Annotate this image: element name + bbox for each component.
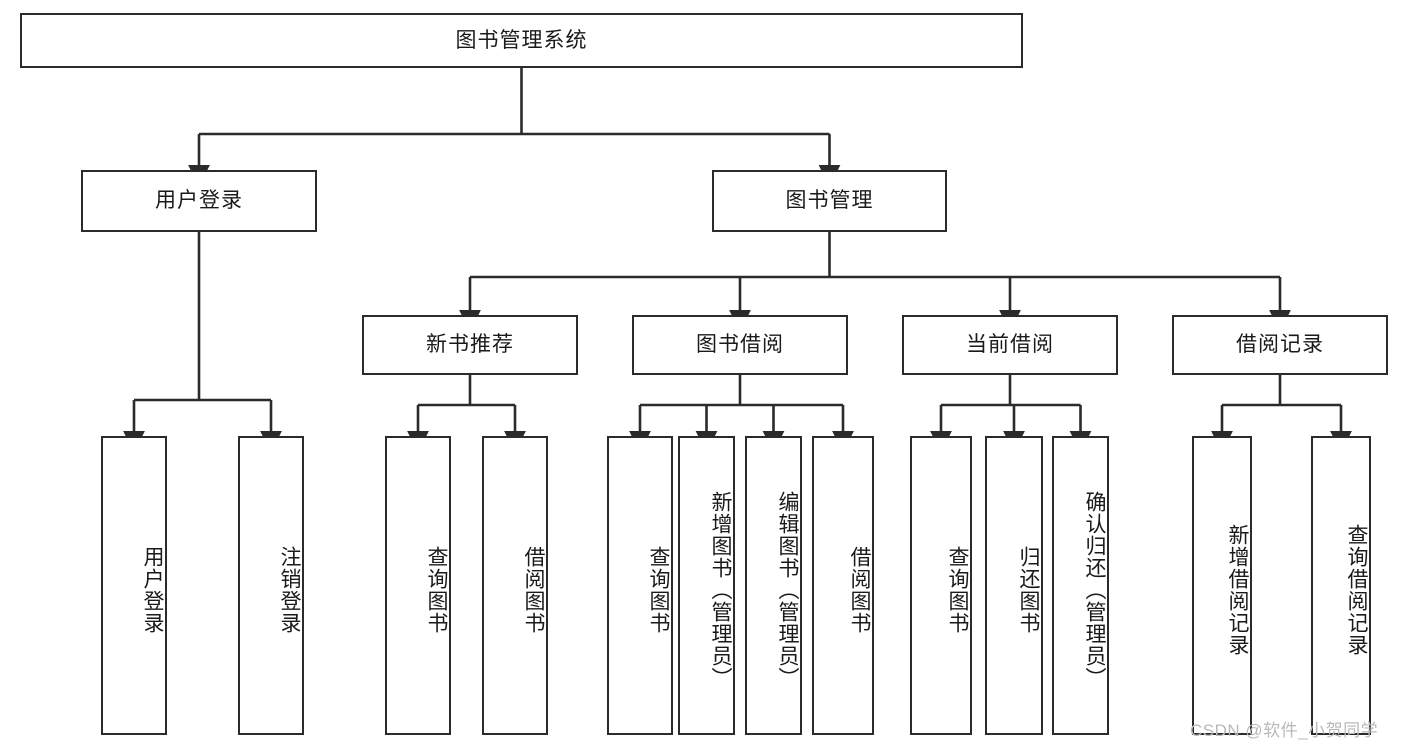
node-label: 图书借阅 [696,333,784,357]
node-label: 查询图书 [425,545,448,634]
level3-node-当前借阅-2: 当前借阅 [902,315,1118,375]
leaf-node-借阅图书-7: 借阅图书 [812,436,874,735]
level3-node-借阅记录-3: 借阅记录 [1172,315,1388,375]
node-label: 用户登录 [141,545,164,634]
node-label: 借阅记录 [1236,333,1324,357]
leaf-node-新增图书管理员-5: 新增图书（管理员） [678,436,735,735]
node-label: 新增借阅记录 [1226,523,1249,656]
node-label: 注销登录 [278,545,301,634]
node-label: 查询图书 [946,545,969,634]
node-label: 图书管理 [785,189,874,213]
node-label: 编辑图书（管理员） [776,490,799,689]
csdn-watermark: CSDN @软件_小贺同学 [1190,721,1379,740]
root-node-图书管理系统: 图书管理系统 [20,13,1023,68]
level3-node-图书借阅-1: 图书借阅 [632,315,848,375]
leaf-node-借阅图书-3: 借阅图书 [482,436,548,735]
leaf-node-新增借阅记录-11: 新增借阅记录 [1192,436,1252,735]
leaf-node-查询图书-2: 查询图书 [385,436,451,735]
leaf-node-查询图书-4: 查询图书 [607,436,673,735]
leaf-node-注销登录-1: 注销登录 [238,436,304,735]
leaf-node-编辑图书管理员-6: 编辑图书（管理员） [745,436,802,735]
node-label: 借阅图书 [848,545,871,634]
node-label: 新书推荐 [426,333,514,357]
leaf-node-确认归还管理员-10: 确认归还（管理员） [1052,436,1109,735]
level3-node-新书推荐-0: 新书推荐 [362,315,578,375]
node-label: 借阅图书 [522,545,545,634]
node-label: 新增图书（管理员） [709,490,732,689]
node-label: 查询图书 [647,545,670,634]
leaf-node-用户登录-0: 用户登录 [101,436,167,735]
node-label: 归还图书 [1017,545,1040,634]
node-label: 当前借阅 [966,333,1054,357]
leaf-node-查询借阅记录-12: 查询借阅记录 [1311,436,1371,735]
node-label: 图书管理系统 [455,28,588,52]
level2-node-用户登录-0: 用户登录 [81,170,317,232]
node-label: 用户登录 [155,189,243,213]
node-label: 查询借阅记录 [1345,523,1368,656]
leaf-node-查询图书-8: 查询图书 [910,436,972,735]
level2-node-图书管理-1: 图书管理 [712,170,947,232]
node-label: 确认归还（管理员） [1083,490,1106,689]
leaf-node-归还图书-9: 归还图书 [985,436,1043,735]
